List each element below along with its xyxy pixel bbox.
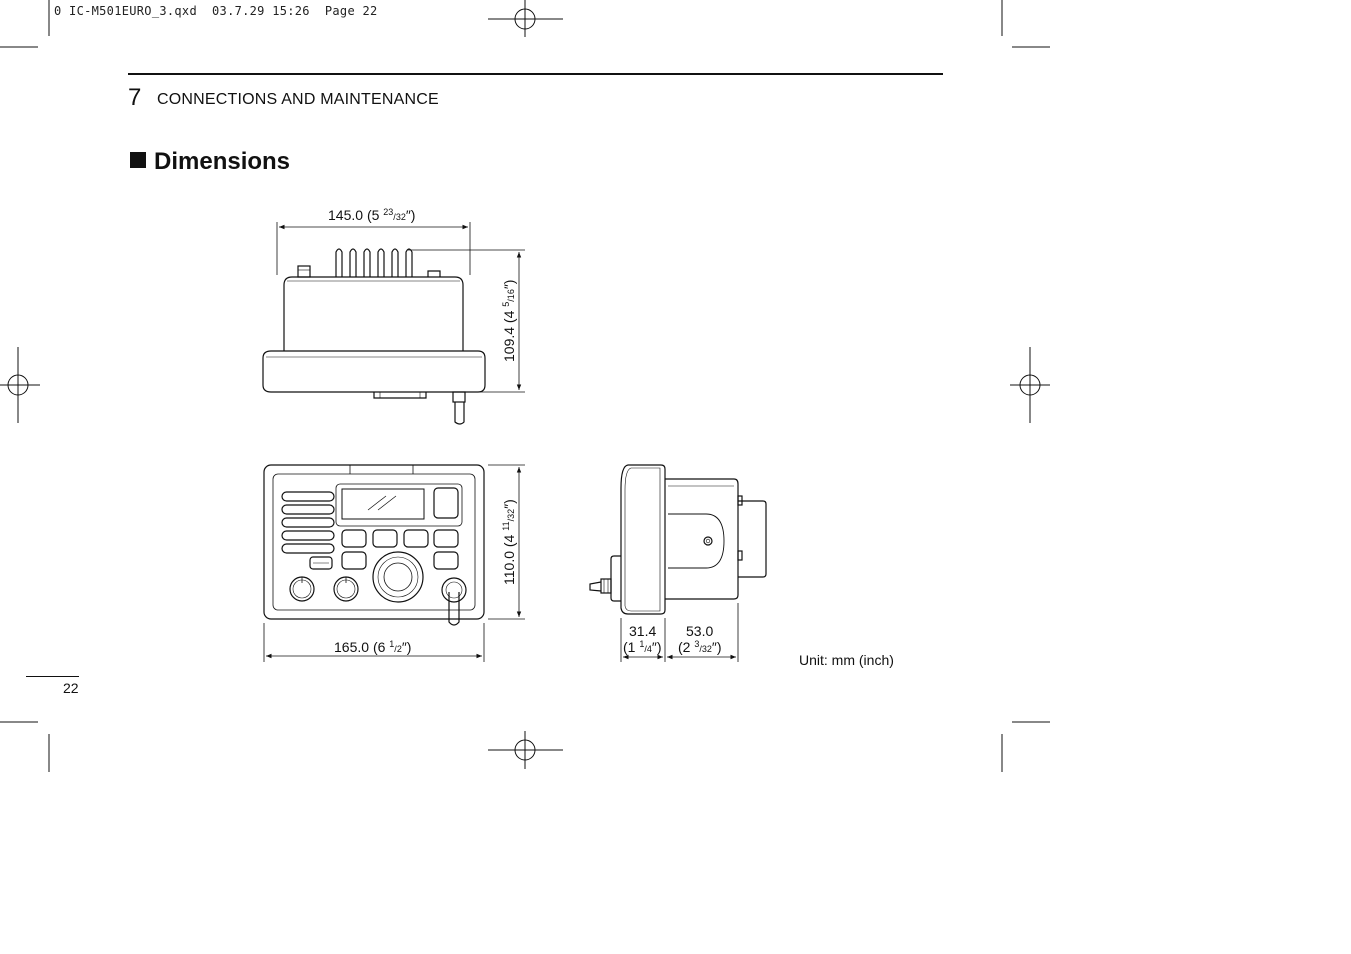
registration-mark-bottom — [488, 731, 563, 769]
page-number-rule — [26, 676, 79, 677]
crop-marks — [0, 0, 1050, 772]
registration-mark-right — [1010, 347, 1050, 423]
dim-top-width-label: 145.0 (5 23/32″) — [328, 207, 415, 223]
chapter-title: CONNECTIONS AND MAINTENANCE — [157, 91, 439, 108]
dim-side-rear-mm: 53.0 — [686, 623, 713, 639]
dim-side-rear-inch: (2 3/32″) — [678, 639, 722, 655]
dim-front-height-label: 110.0 (4 11/32″) — [501, 499, 517, 585]
section-bullet-icon — [130, 152, 146, 168]
print-slug: 0 IC-M501EURO_3.qxd 03.7.29 15:26 Page 2… — [54, 4, 378, 18]
registration-marks — [0, 0, 1050, 769]
section-title-text: Dimensions — [154, 148, 291, 175]
chapter-number: 7 — [128, 84, 142, 111]
dim-front-width-label: 165.0 (6 1/2″) — [334, 639, 411, 655]
dim-top-height-label: 109.4 (4 5/16″) — [501, 280, 517, 362]
top-view — [262, 222, 525, 425]
front-view — [263, 464, 525, 662]
unit-note: Unit: mm (inch) — [799, 652, 894, 668]
side-view — [589, 464, 767, 662]
dim-side-front-inch: (1 1/4″) — [623, 639, 662, 655]
page-number: 22 — [63, 680, 79, 696]
section-title: Dimensions — [130, 148, 290, 176]
speaker-grille — [281, 491, 335, 554]
registration-mark-left — [0, 347, 40, 423]
registration-mark-top — [488, 0, 563, 37]
header-rule — [128, 73, 943, 75]
heat-sink-fins — [335, 248, 413, 277]
dim-side-front-mm: 31.4 — [629, 623, 656, 639]
